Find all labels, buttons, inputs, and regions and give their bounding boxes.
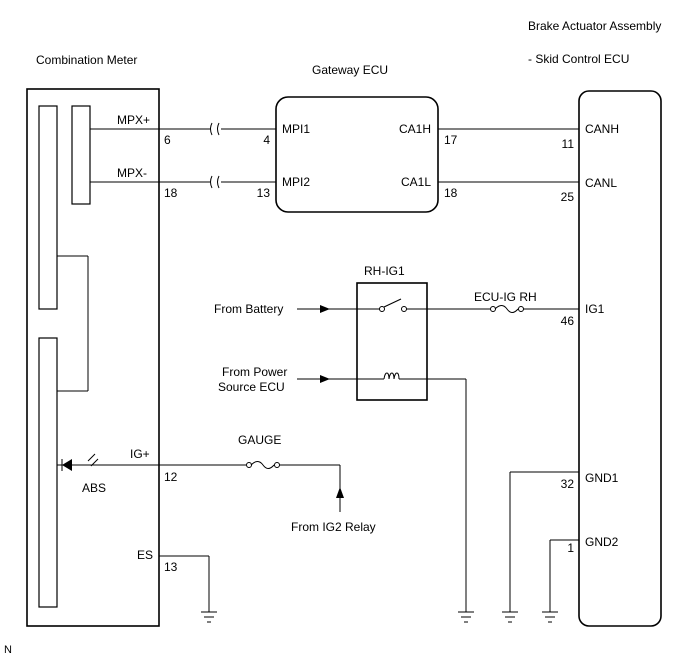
arrow-icon [320,305,330,313]
pin-ba-canh: 11 [562,137,575,151]
pin-name-canl: CANL [585,176,617,190]
gateway-ecu-body [275,96,439,213]
pin-gw-mpi2: 13 [257,186,271,200]
relay-rh-ig1: RH-IG1 ECU-IG RH 46 From Battery From Po… [214,264,579,612]
combination-meter-title: Combination Meter [36,53,137,67]
ground-icon [502,611,518,623]
gateway-ecu-title: Gateway ECU [312,63,388,77]
brake-actuator-subtitle: - Skid Control ECU [528,52,629,66]
pin-name-canh: CANH [585,122,619,136]
meter-internal-module-upper [38,105,58,310]
footer-mark: N [4,644,12,656]
pin-ba-ig1: 46 [561,314,575,328]
source-from-ig2-relay: From IG2 Relay [291,520,376,534]
pin-ba-gnd1: 32 [561,477,575,491]
pin-gw-ca1l: 18 [444,186,458,200]
relay-contact [401,306,407,312]
brake-ground-circuit: 32 1 [509,471,579,612]
ground-icon [458,611,474,623]
source-from-power-line1: From Power [222,365,287,379]
label-abs: ABS [82,481,106,495]
es-ground-circuit: ES 13 [137,548,210,612]
signal-mpx-minus: MPX- [117,166,147,180]
pin-meter-mpx-minus: 18 [164,186,178,200]
meter-internal-module-lower [38,337,58,608]
relay-coil [383,372,400,380]
combination-meter: Combination Meter [26,53,160,627]
fuse-terminal [246,462,252,468]
wire-break-symbol [210,122,220,136]
pin-ba-canl: 25 [561,190,575,204]
pin-name-ig1: IG1 [585,302,605,316]
pin-name-gnd1: GND1 [585,471,619,485]
signal-es: ES [137,548,153,562]
mpx-plus-circuit: MPX+ 6 4 [90,113,276,147]
fuse-terminal [518,306,524,312]
fuse-terminal [490,306,496,312]
meter-communication-block [71,105,91,205]
fuse-ecu-ig-rh: ECU-IG RH [474,290,537,304]
pin-name-ca1l: CA1L [401,175,431,189]
gateway-ecu: Gateway ECU MPI1 MPI2 CA1H CA1L [275,63,439,213]
relay-title: RH-IG1 [364,264,405,278]
source-from-power-line2: Source ECU [218,380,285,394]
signal-ig-plus: IG+ [130,447,150,461]
ground-icon [542,611,558,623]
pin-meter-ig-plus: 12 [164,470,178,484]
led-ray [87,453,96,462]
arrow-icon [320,375,330,383]
brake-actuator-title: Brake Actuator Assembly [528,19,661,33]
wire-break-symbol [210,175,220,189]
relay-body [356,282,428,401]
source-from-battery: From Battery [214,302,283,316]
pin-gw-mpi1: 4 [263,133,270,147]
relay-contact [379,306,385,312]
pin-name-gnd2: GND2 [585,535,619,549]
can-circuit: 17 11 18 25 [438,128,579,204]
abs-led-icon [62,459,72,471]
pin-meter-es: 13 [164,560,178,574]
pin-ba-gnd2: 1 [567,541,574,555]
mpx-minus-circuit: MPX- 18 13 [90,166,276,200]
ig-plus-circuit: ABS IG+ 12 GAUGE From IG2 Relay [57,433,376,534]
ground-icon [201,611,217,623]
led-ray [90,458,99,467]
fuse-gauge: GAUGE [238,433,281,447]
arrow-icon [336,487,344,498]
pin-name-mpi1: MPI1 [282,122,310,136]
signal-mpx-plus: MPX+ [117,113,150,127]
fuse-element [250,461,275,469]
pin-name-ca1h: CA1H [399,122,431,136]
pin-meter-mpx-plus: 6 [164,133,171,147]
fuse-terminal [274,462,280,468]
brake-actuator-assembly: Brake Actuator Assembly - Skid Control E… [528,19,662,627]
fuse-element [494,305,519,313]
brake-actuator-body [578,90,662,627]
pin-name-mpi2: MPI2 [282,175,310,189]
pin-gw-ca1h: 17 [444,133,458,147]
relay-switch-blade [383,298,402,308]
